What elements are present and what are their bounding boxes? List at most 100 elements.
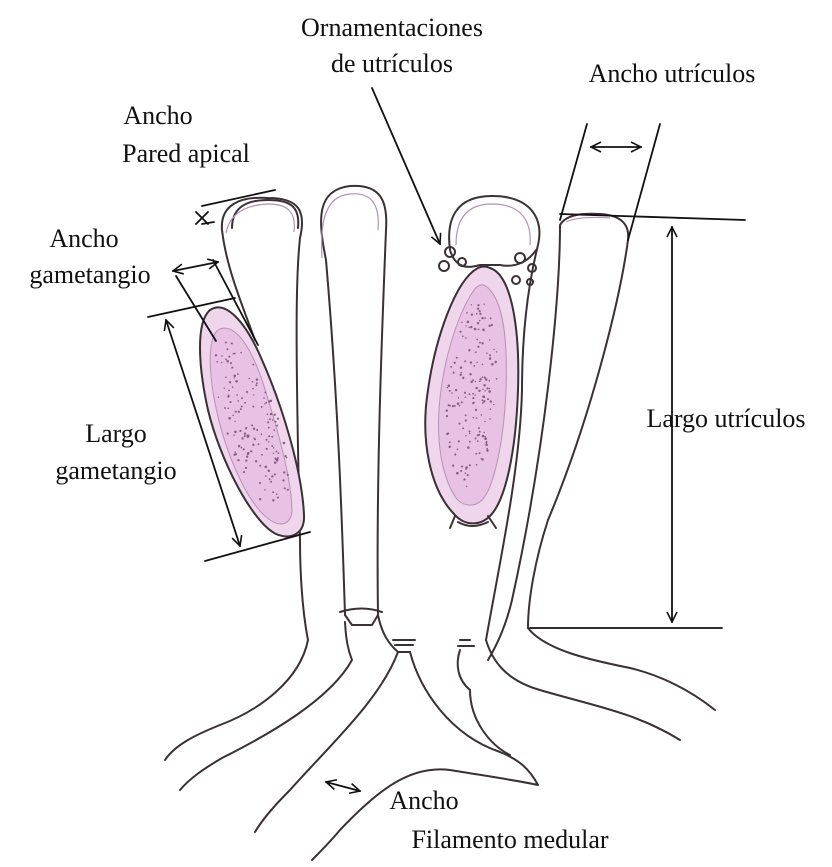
- stipple-dot: [476, 362, 478, 364]
- stipple-dot: [475, 453, 477, 455]
- stipple-dot: [241, 437, 243, 439]
- stipple-dot: [273, 429, 275, 431]
- stipple-dot: [276, 493, 278, 495]
- stipple-dot: [478, 328, 480, 330]
- stipple-dot: [255, 384, 257, 386]
- stipple-dot: [277, 497, 279, 499]
- stipple-dot: [221, 362, 222, 363]
- stipple-dot: [252, 406, 254, 408]
- stipple-dot: [478, 390, 480, 392]
- stipple-dot: [489, 357, 491, 359]
- stipple-dot: [228, 394, 230, 396]
- stipple-dot: [473, 417, 475, 419]
- stipple-dot: [247, 435, 250, 438]
- stipple-dot: [460, 366, 462, 368]
- stipple-dot: [475, 409, 477, 411]
- stipple-dot: [239, 430, 241, 432]
- stipple-dot: [482, 402, 484, 404]
- stipple-dot: [243, 471, 245, 473]
- stipple-dot: [228, 417, 231, 420]
- stipple-dot: [259, 482, 261, 484]
- stipple-dot: [252, 364, 254, 366]
- stipple-dot: [264, 489, 265, 490]
- stipple-dot: [489, 354, 491, 356]
- stipple-dot: [488, 325, 490, 327]
- stipple-dot: [460, 372, 462, 374]
- stipple-dot: [275, 421, 277, 423]
- stipple-dot: [259, 498, 261, 500]
- stipple-dot: [256, 378, 258, 380]
- stipple-dot: [244, 402, 246, 404]
- stipple-dot: [224, 407, 226, 409]
- stipple-dot: [469, 464, 471, 466]
- stipple-dot: [481, 458, 483, 460]
- stipple-dot: [446, 409, 448, 411]
- stipple-dot: [461, 401, 463, 403]
- stipple-dot: [481, 317, 483, 319]
- stipple-dot: [237, 459, 239, 461]
- stipple-dot: [225, 377, 227, 379]
- stipple-dot: [251, 424, 253, 426]
- stipple-dot: [233, 453, 235, 455]
- stipple-dot: [460, 374, 462, 376]
- stipple-dot: [469, 373, 471, 375]
- measure-ancho-filamento: [326, 782, 360, 791]
- label-ancho-gametangio-1: Ancho: [49, 224, 118, 253]
- stipple-dot: [228, 356, 230, 358]
- stipple-dot: [472, 379, 474, 381]
- stipple-dot: [461, 465, 463, 467]
- stipple-dot: [470, 326, 472, 328]
- stipple-dot: [477, 434, 479, 436]
- stipple-dot: [485, 378, 487, 380]
- stipple-dot: [473, 365, 475, 367]
- stipple-dot: [240, 408, 242, 410]
- stipple-dot: [221, 355, 223, 357]
- stipple-dot: [468, 393, 470, 395]
- stipple-dot: [496, 351, 498, 353]
- stipple-dot: [226, 360, 229, 363]
- stipple-dot: [218, 397, 219, 398]
- stipple-dot: [272, 491, 274, 493]
- stipple-dot: [477, 346, 479, 348]
- stipple-dot: [477, 308, 479, 310]
- stipple-dot: [472, 393, 474, 395]
- stipple-dot: [482, 364, 484, 366]
- stipple-dot: [252, 381, 254, 383]
- stipple-dot: [467, 321, 470, 324]
- stipple-dot: [231, 367, 233, 369]
- stipple-dot: [266, 439, 268, 441]
- stipple-dot: [456, 472, 459, 475]
- stipple-dot: [268, 427, 270, 429]
- stipple-dot: [465, 472, 467, 474]
- stipple-dot: [466, 486, 468, 488]
- stipple-dot: [447, 385, 450, 388]
- stipple-dot: [261, 433, 263, 435]
- stipple-dot: [459, 405, 461, 407]
- stipple-dot: [446, 415, 448, 417]
- stipple-dot: [479, 320, 481, 322]
- stipple-dot: [496, 378, 498, 380]
- stipple-dot: [491, 324, 493, 326]
- stipple-dot: [484, 317, 486, 319]
- stipple-dot: [250, 450, 252, 452]
- stipple-dot: [264, 403, 265, 404]
- utricle-2: [321, 186, 386, 625]
- measure-ancho-pared: [196, 190, 275, 224]
- stipple-dot: [245, 467, 247, 469]
- stipple-dot: [476, 339, 478, 341]
- stipple-dot: [470, 381, 472, 383]
- stipple-dot: [241, 397, 243, 399]
- stipple-dot: [277, 418, 279, 420]
- stipple-dot: [283, 442, 286, 445]
- stipple-dot: [452, 464, 454, 466]
- stipple-dot: [485, 442, 487, 444]
- stipple-dot: [483, 400, 485, 402]
- stipple-dot: [237, 373, 239, 375]
- stipple-dot: [253, 394, 254, 395]
- stipple-dot: [238, 445, 240, 447]
- stipple-dot: [228, 390, 230, 392]
- stipple-dot: [458, 397, 459, 398]
- label-ornamentaciones-2: de utrículos: [331, 49, 453, 78]
- stipple-dot: [479, 313, 481, 315]
- stipple-dot: [241, 406, 243, 408]
